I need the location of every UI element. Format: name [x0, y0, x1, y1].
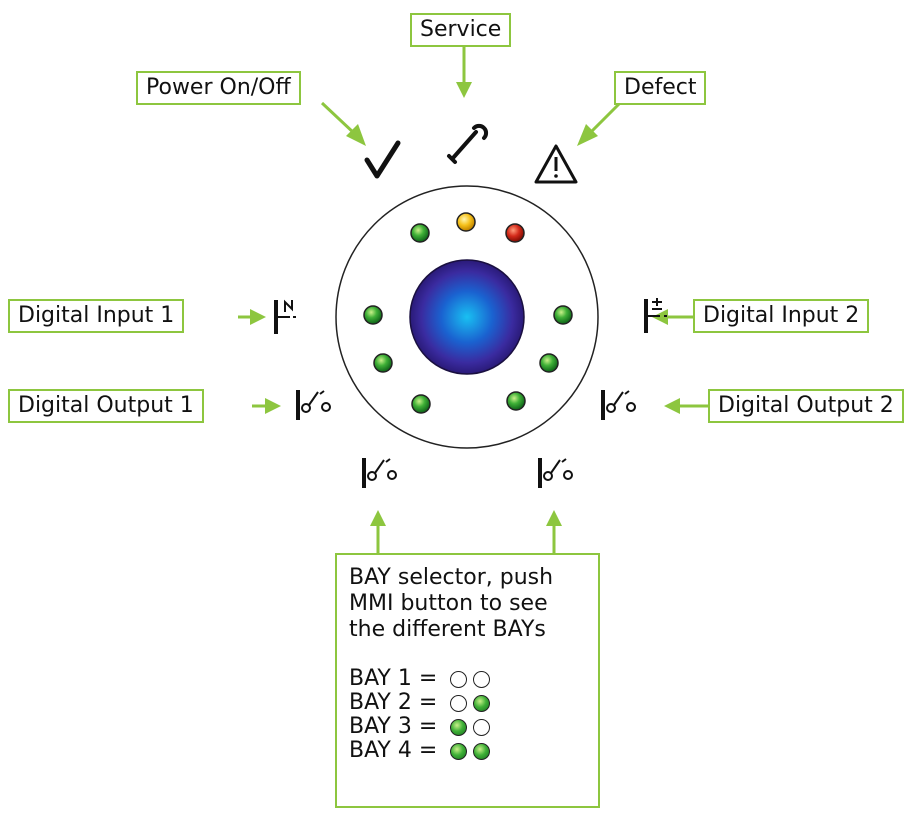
check-icon [364, 140, 401, 179]
output-icon [601, 390, 636, 420]
bay-led-indicator [450, 742, 468, 760]
bay-led-indicator [450, 670, 468, 688]
output-1-led [373, 353, 393, 373]
defect-label: Defect [614, 71, 707, 105]
output-icon [296, 390, 331, 420]
power-arrow [320, 101, 357, 136]
bay-row-label: BAY 4 = [349, 738, 445, 763]
input-2-led [553, 305, 573, 325]
bay-selector-description: BAY selector, push MMI button to see the… [349, 565, 554, 642]
bay-led-indicator [473, 742, 491, 760]
bay-led-indicator [450, 718, 468, 736]
input-1-icon [274, 299, 296, 334]
bay-led-indicator [473, 694, 491, 712]
bay-led-2 [506, 391, 526, 411]
bay-led-indicator [473, 718, 491, 736]
bay-led-1 [411, 394, 431, 414]
bay-selector-box: BAY selector, push MMI button to see the… [335, 553, 600, 808]
digital-output-1-label: Digital Output 1 [8, 389, 204, 423]
digital-input-2-label: Digital Input 2 [693, 299, 870, 333]
input-1-led [363, 305, 383, 325]
digital-input-1-label: Digital Input 1 [8, 299, 185, 333]
digital-output-2-label: Digital Output 2 [708, 389, 904, 423]
output-icon [362, 458, 397, 488]
mmi-button[interactable] [409, 259, 525, 375]
bay-row: BAY 1 = [349, 666, 586, 691]
service-led [456, 212, 476, 232]
bay-led-indicator [450, 694, 468, 712]
defect-led [505, 223, 525, 243]
bay-row: BAY 2 = [349, 690, 586, 715]
bay-led-indicator [473, 670, 491, 688]
warning-icon [534, 144, 578, 184]
bay-row-label: BAY 2 = [349, 690, 445, 715]
bay-row: BAY 4 = [349, 738, 586, 763]
bay-row-label: BAY 1 = [349, 666, 445, 691]
wrench-icon [447, 123, 489, 164]
input-2-icon [644, 298, 667, 333]
output-icon [538, 458, 573, 488]
arrows [238, 46, 708, 553]
defect-arrow [588, 101, 622, 135]
power-led [410, 223, 430, 243]
bay-row: BAY 3 = [349, 714, 586, 739]
power-label: Power On/Off [136, 71, 301, 105]
service-label: Service [410, 13, 512, 47]
output-2-led [539, 353, 559, 373]
bay-row-label: BAY 3 = [349, 714, 445, 739]
